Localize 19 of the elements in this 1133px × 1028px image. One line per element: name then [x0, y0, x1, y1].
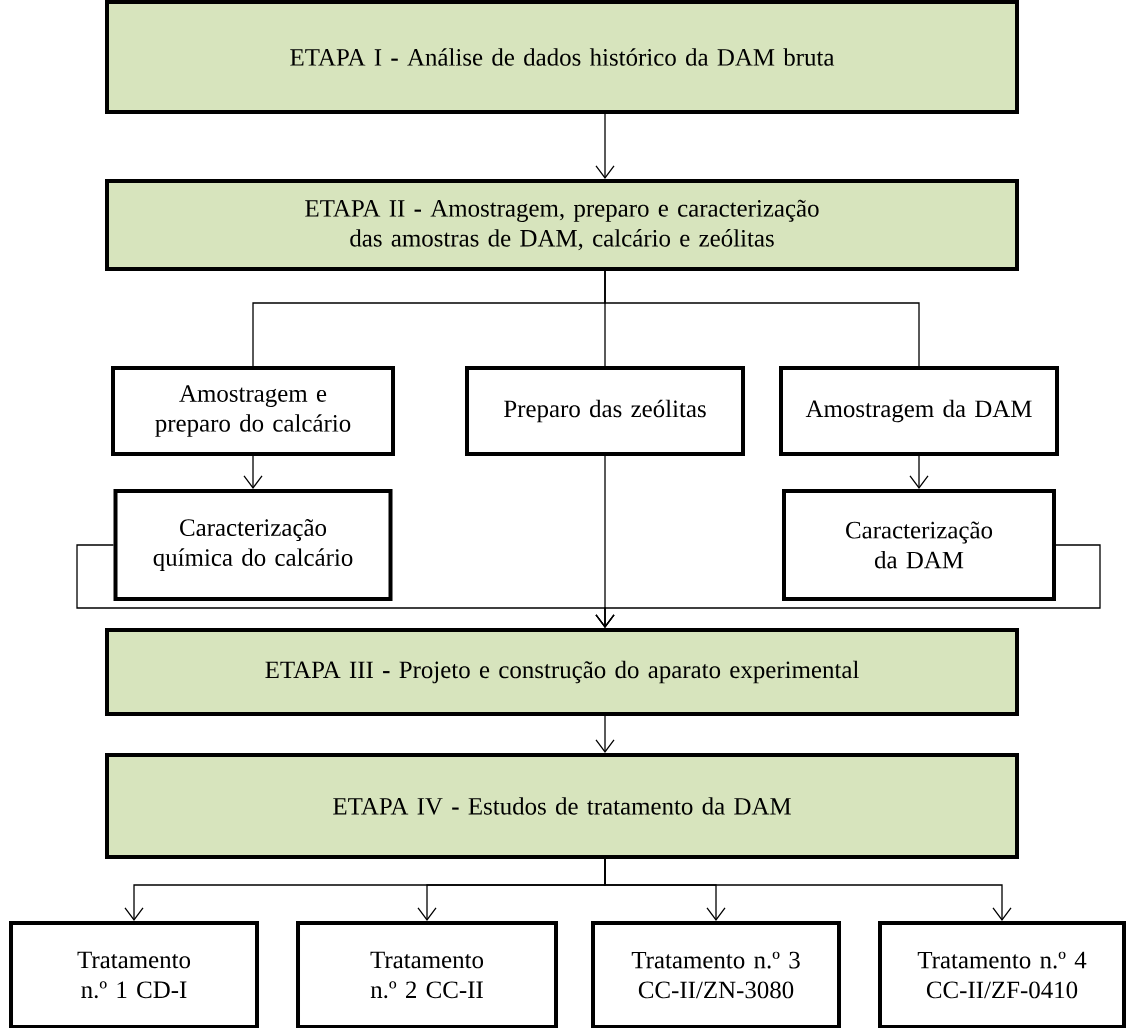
step-box: Tratamento n.º 3 CC-II/ZN-3080	[591, 921, 841, 1028]
step-box: Amostragem e preparo do calcário	[111, 366, 395, 456]
step-box: Caracterização química do calcário	[113, 489, 393, 601]
arrow	[595, 113, 615, 179]
arrow	[595, 544, 1101, 628]
step-box: Tratamento n.º 1 CD-I	[9, 921, 259, 1028]
stage-box: ETAPA I - Análise de dados histórico da DAM bruta	[105, 0, 1019, 114]
stage-box: ETAPA III - Projeto e construção do aparato experimental	[105, 628, 1019, 716]
arrow	[243, 455, 263, 489]
stage-box: ETAPA IV - Estudos de tratamento da DAM	[105, 753, 1019, 859]
arrow	[604, 858, 1012, 921]
step-box: Amostragem da DAM	[779, 366, 1059, 456]
arrow	[909, 455, 929, 489]
step-box: Tratamento n.º 4 CC-II/ZF-0410	[878, 921, 1126, 1028]
step-box: Preparo das zeólitas	[465, 366, 745, 456]
arrow	[595, 715, 615, 753]
step-box: Caracterização da DAM	[782, 489, 1056, 601]
stage-box: ETAPA II - Amostragem, preparo e caracterização das amostras de DAM, calcário e zeólitas	[105, 179, 1019, 271]
step-box: Tratamento n.º 2 CC-II	[296, 921, 558, 1028]
